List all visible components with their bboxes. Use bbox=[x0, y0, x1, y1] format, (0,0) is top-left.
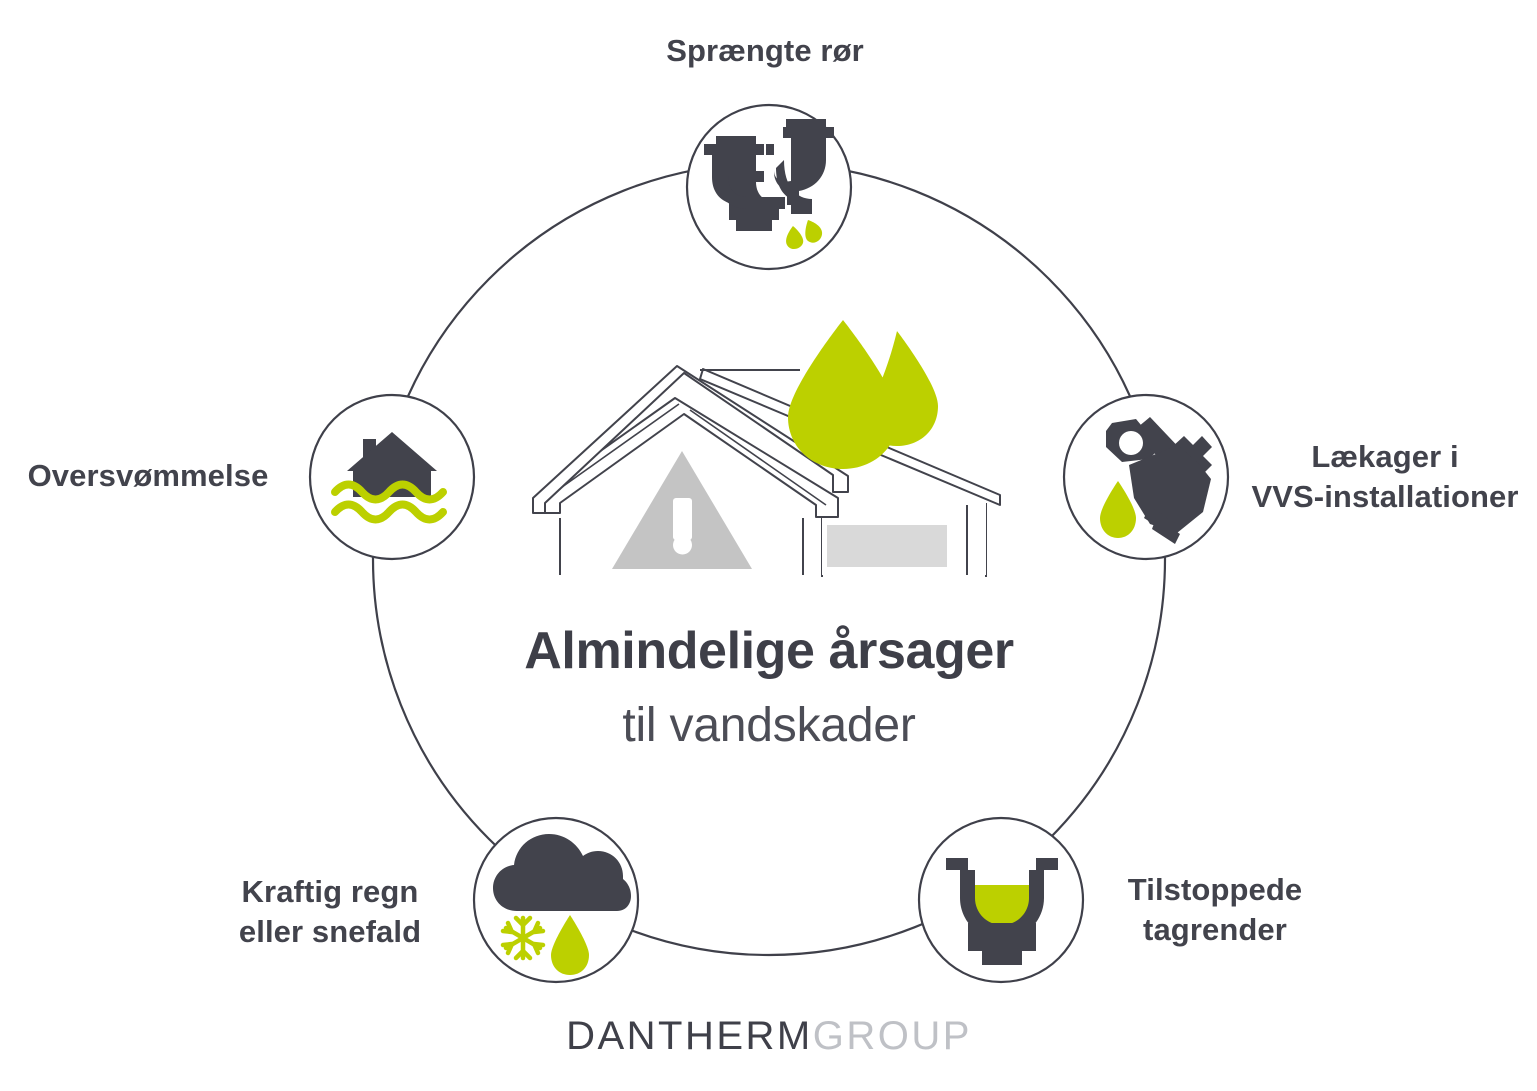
wave-top bbox=[331, 480, 447, 504]
node-flooding[interactable] bbox=[308, 393, 476, 561]
logo-secondary-text: GROUP bbox=[812, 1014, 972, 1058]
center-house-illustration bbox=[532, 320, 1001, 577]
cloud-shape bbox=[493, 834, 631, 911]
house-front-roof-inner bbox=[547, 403, 827, 506]
warning-exclamation-bar bbox=[673, 498, 692, 540]
logo-primary-text: DANTHERM bbox=[566, 1014, 813, 1058]
house-upper-gable bbox=[532, 365, 849, 514]
gutter-downpipe bbox=[968, 923, 1036, 965]
label-clogged-gutters: Tilstoppede tagrender bbox=[1127, 872, 1303, 948]
node-burst-pipes[interactable] bbox=[685, 103, 853, 271]
gutter-bowl bbox=[946, 858, 1058, 940]
dantherm-group-logo: DANTHERMGROUP bbox=[469, 1014, 1069, 1059]
label-heavy-rain-snow: Kraftig regn eller snefald bbox=[238, 874, 422, 950]
leaking-faucet-wrench-icon bbox=[1100, 417, 1212, 544]
house-garage-door bbox=[827, 525, 947, 567]
label-burst-pipes: Sprængte rør bbox=[666, 33, 864, 68]
center-title: Almindelige årsager bbox=[524, 622, 1014, 680]
water-drop-icon bbox=[1100, 481, 1136, 538]
flooded-house-icon bbox=[331, 432, 447, 524]
cloud-rain-snow-icon bbox=[493, 834, 631, 975]
clogged-gutter-bucket-icon bbox=[946, 858, 1058, 965]
drip-leaf-right bbox=[805, 220, 823, 243]
node-clogged-gutters[interactable] bbox=[917, 816, 1085, 984]
label-plumbing-leaks: Lækager i VVS-installationer bbox=[1251, 439, 1519, 515]
drip-leaf-left bbox=[786, 226, 804, 250]
node-plumbing-leaks[interactable] bbox=[1062, 393, 1230, 561]
pipe-leak-icon bbox=[704, 119, 834, 250]
label-flooding: Oversvømmelse bbox=[27, 458, 269, 493]
wave-bottom bbox=[331, 500, 447, 524]
warning-exclamation-dot bbox=[673, 535, 692, 555]
snowflake-icon bbox=[500, 915, 546, 961]
water-drop-small-icon bbox=[861, 331, 938, 446]
rain-drop-icon bbox=[551, 915, 589, 975]
node-heavy-rain-snow[interactable] bbox=[472, 816, 640, 984]
center-subtitle: til vandskader bbox=[622, 699, 916, 752]
